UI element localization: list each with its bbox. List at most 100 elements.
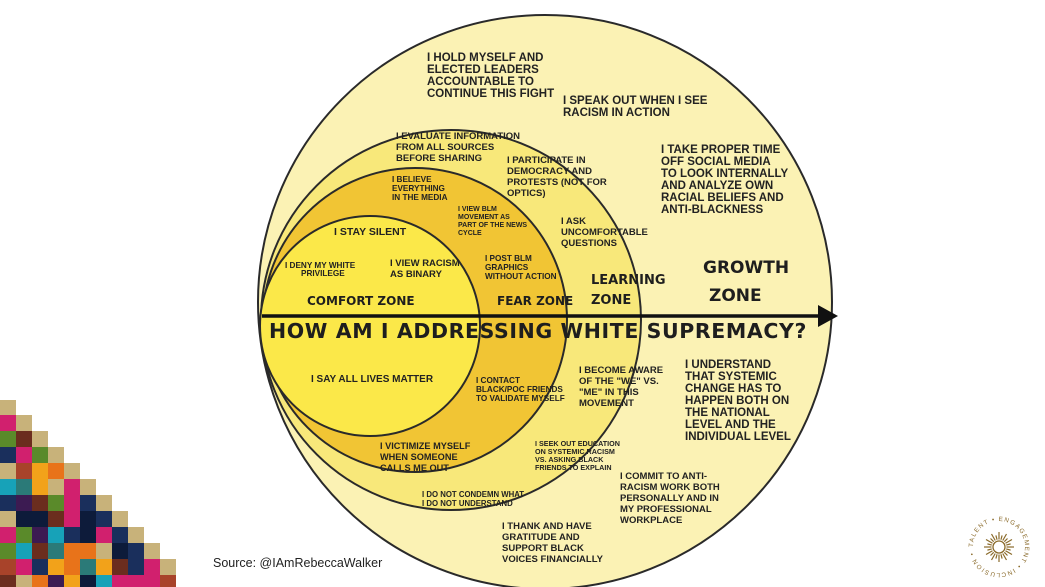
mosaic-tile bbox=[48, 575, 64, 587]
mosaic-tile bbox=[16, 431, 32, 447]
mosaic-tile bbox=[96, 495, 112, 511]
mosaic-tile bbox=[16, 479, 32, 495]
mosaic-tile bbox=[0, 495, 16, 511]
mosaic-tile bbox=[32, 543, 48, 559]
mosaic-tile bbox=[32, 495, 48, 511]
mosaic-tile bbox=[112, 527, 128, 543]
mosaic-tile bbox=[48, 479, 64, 495]
item-evaluate-info: I EVALUATE INFORMATION FROM ALL SOURCES … bbox=[396, 131, 523, 164]
mosaic-tile bbox=[0, 447, 16, 463]
learning-zone-label: LEARNING ZONE bbox=[591, 273, 670, 308]
mosaic-tile bbox=[0, 527, 16, 543]
comfort-zone-circle bbox=[259, 215, 481, 437]
mosaic-tile bbox=[112, 575, 128, 587]
mosaic-tile bbox=[48, 559, 64, 575]
mosaic-tile bbox=[80, 479, 96, 495]
mosaic-tile bbox=[96, 575, 112, 587]
mosaic-tile bbox=[64, 511, 80, 527]
mosaic-tile bbox=[32, 463, 48, 479]
item-stay-silent: I STAY SILENT bbox=[334, 226, 407, 238]
item-understand-change: I UNDERSTAND THAT SYSTEMIC CHANGE HAS TO… bbox=[685, 359, 792, 443]
mosaic-tile bbox=[48, 527, 64, 543]
item-speak-out: I SPEAK OUT WHEN I SEE RACISM IN ACTION bbox=[563, 95, 711, 119]
sunburst-ray bbox=[1000, 535, 1003, 540]
mosaic-tile bbox=[144, 559, 160, 575]
mosaic-tile bbox=[32, 447, 48, 463]
mosaic-tile bbox=[48, 447, 64, 463]
mosaic-tile bbox=[128, 543, 144, 559]
sunburst-ray bbox=[985, 538, 993, 544]
sunburst-ray bbox=[1006, 548, 1011, 551]
mosaic-tile bbox=[64, 559, 80, 575]
mosaic-tile bbox=[0, 400, 16, 415]
sunburst-ray bbox=[1003, 538, 1008, 543]
mosaic-tile bbox=[16, 559, 32, 575]
sunburst-ray bbox=[1006, 543, 1011, 546]
sunburst-ray bbox=[985, 550, 993, 556]
sunburst-ray bbox=[990, 533, 996, 541]
mosaic-tile bbox=[80, 559, 96, 575]
decorative-mosaic bbox=[0, 400, 176, 587]
item-gratitude: I THANK AND HAVE GRATITUDE AND SUPPORT B… bbox=[502, 521, 604, 565]
mosaic-tile bbox=[0, 415, 16, 431]
sunburst-ray bbox=[1000, 554, 1003, 559]
mosaic-tile bbox=[0, 431, 16, 447]
mosaic-tile bbox=[32, 527, 48, 543]
mosaic-tile bbox=[32, 575, 48, 587]
sunburst-ray bbox=[995, 535, 998, 540]
item-news-cycle: I VIEW BLM MOVEMENT AS PART OF THE NEWS … bbox=[458, 206, 529, 237]
sunburst-ray bbox=[1005, 550, 1013, 556]
headline: HOW AM I ADDRESSING WHITE SUPREMACY? bbox=[269, 319, 807, 343]
mosaic-tile bbox=[64, 543, 80, 559]
mosaic-tile bbox=[160, 559, 176, 575]
mosaic-tile bbox=[0, 543, 16, 559]
item-participate: I PARTICIPATE IN DEMOCRACY AND PROTESTS … bbox=[507, 155, 609, 199]
mosaic-tile bbox=[80, 527, 96, 543]
sunburst-ray bbox=[1005, 538, 1013, 544]
item-all-lives: I SAY ALL LIVES MATTER bbox=[311, 374, 434, 385]
mosaic-tile bbox=[16, 527, 32, 543]
item-victimize: I VICTIMIZE MYSELF WHEN SOMEONE CALLS ME… bbox=[380, 441, 473, 473]
sunburst-ray bbox=[990, 551, 995, 556]
mosaic-tile bbox=[16, 575, 32, 587]
mosaic-tile bbox=[32, 431, 48, 447]
sunburst-ray bbox=[1003, 551, 1008, 556]
sunburst-icon bbox=[984, 532, 1014, 562]
mosaic-tile bbox=[64, 527, 80, 543]
mosaic-tile bbox=[112, 543, 128, 559]
mosaic-tile bbox=[80, 575, 96, 587]
mosaic-tile bbox=[96, 511, 112, 527]
growth-zone-label: GROWTH ZONE bbox=[703, 258, 795, 306]
mosaic-tile bbox=[48, 543, 64, 559]
fear-zone-label: FEAR ZONE bbox=[497, 294, 573, 308]
arrow-head-icon bbox=[818, 305, 838, 327]
item-contact-friends: I CONTACT BLACK/POC FRIENDS TO VALIDATE … bbox=[476, 376, 565, 403]
mosaic-tile bbox=[16, 415, 32, 431]
mosaic-tile bbox=[16, 495, 32, 511]
item-not-condemn: I DO NOT CONDEMN WHAT I DO NOT UNDERSTAN… bbox=[422, 490, 526, 508]
sunburst-ray bbox=[995, 554, 998, 559]
mosaic-tile bbox=[48, 463, 64, 479]
mosaic-tile bbox=[16, 511, 32, 527]
mosaic-tile bbox=[160, 575, 176, 587]
item-hold-accountable: I HOLD MYSELF AND ELECTED LEADERS ACCOUN… bbox=[427, 52, 554, 100]
mosaic-tile bbox=[64, 479, 80, 495]
mosaic-tile bbox=[0, 511, 16, 527]
mosaic-tile bbox=[16, 447, 32, 463]
mosaic-tile bbox=[32, 479, 48, 495]
mosaic-tile bbox=[96, 527, 112, 543]
mosaic-tile bbox=[96, 559, 112, 575]
mosaic-tile bbox=[80, 543, 96, 559]
mosaic-tile bbox=[80, 511, 96, 527]
item-ask-questions: I ASK UNCOMFORTABLE QUESTIONS bbox=[561, 216, 651, 249]
comfort-zone-label: COMFORT ZONE bbox=[307, 294, 415, 308]
mosaic-tile bbox=[48, 495, 64, 511]
mosaic-tile bbox=[128, 575, 144, 587]
item-post-graphics: I POST BLM GRAPHICS WITHOUT ACTION bbox=[485, 254, 557, 281]
item-deny-privilege: I DENY MY WHITE PRIVILEGE bbox=[285, 261, 358, 278]
mosaic-tile bbox=[80, 495, 96, 511]
mosaic-tile bbox=[64, 463, 80, 479]
mosaic-tile bbox=[48, 511, 64, 527]
sunburst-ray bbox=[990, 553, 996, 561]
